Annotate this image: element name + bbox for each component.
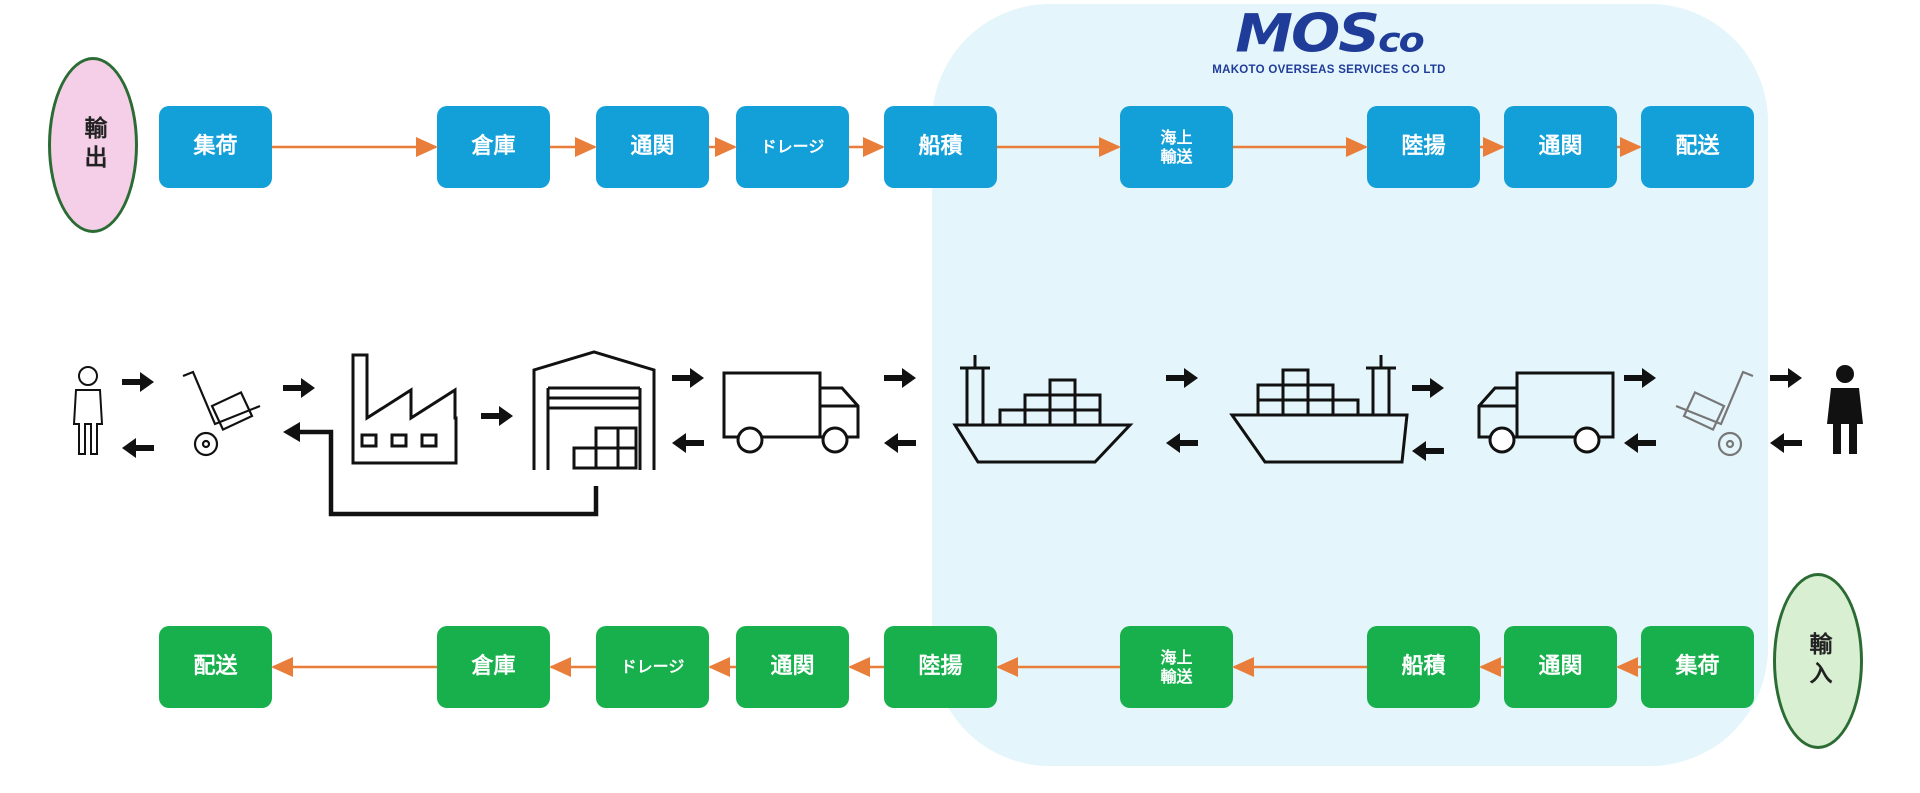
- arrow-pair-truck-ship: [884, 368, 916, 453]
- import-step-loading: 船積: [1367, 626, 1480, 708]
- export-step-pickup: 集荷: [159, 106, 272, 188]
- hand-truck-icon: [182, 370, 261, 457]
- person-solid-icon: [1827, 365, 1863, 454]
- export-step-ocean-freight: 海上 輸送: [1120, 106, 1233, 188]
- logo-main-suffix: co: [1378, 19, 1425, 60]
- truck-icon: [1477, 371, 1615, 454]
- arrow-pair-shipper-handtruck: [122, 372, 154, 458]
- ocean-transport-zone: [932, 4, 1768, 766]
- import-step-drayage: ドレージ: [596, 626, 709, 708]
- import-step-unloading: 陸揚: [884, 626, 997, 708]
- logo-subtitle: MAKOTO OVERSEAS SERVICES CO LTD: [1212, 64, 1446, 76]
- export-step-customs: 通関: [596, 106, 709, 188]
- arrow-pair-ship-truck: [1412, 378, 1444, 461]
- arrow-pair-truck-handtruck: [1624, 368, 1656, 453]
- import-step-pickup: 集荷: [1641, 626, 1754, 708]
- logo-main: MOS: [1235, 2, 1380, 64]
- import-step-customs-origin: 通関: [1504, 626, 1617, 708]
- import-step-warehouse: 倉庫: [437, 626, 550, 708]
- arrow-factory-warehouse: [481, 406, 513, 426]
- warehouse-icon: [532, 350, 656, 470]
- import-label: 輸入: [1773, 573, 1863, 749]
- arrow-pair-ship-ship: [1166, 368, 1198, 453]
- export-step-warehouse: 倉庫: [437, 106, 550, 188]
- import-step-customs: 通関: [736, 626, 849, 708]
- arrow-pair-handtruck-consignee: [1770, 368, 1802, 453]
- truck-icon: [722, 371, 860, 454]
- export-step-customs-destination: 通関: [1504, 106, 1617, 188]
- export-step-delivery: 配送: [1641, 106, 1754, 188]
- cargo-ship-icon: [952, 355, 1134, 464]
- factory-icon: [351, 353, 458, 465]
- export-label: 輸出: [48, 57, 138, 233]
- hand-truck-icon: [1675, 370, 1754, 457]
- import-step-ocean-freight: 海上 輸送: [1120, 626, 1233, 708]
- person-outline-icon: [72, 366, 104, 455]
- export-step-unloading: 陸揚: [1367, 106, 1480, 188]
- export-step-loading: 船積: [884, 106, 997, 188]
- import-step-delivery: 配送: [159, 626, 272, 708]
- cargo-ship-icon: [1229, 355, 1409, 464]
- export-step-drayage: ドレージ: [736, 106, 849, 188]
- mosco-logo: MOSco MAKOTO OVERSEAS SERVICES CO LTD: [1188, 4, 1470, 80]
- warehouse-return-path: [283, 422, 599, 517]
- arrow-handtruck-factory: [283, 378, 315, 398]
- arrow-pair-warehouse-truck: [672, 368, 704, 453]
- physical-flow-arrows: [122, 368, 1802, 461]
